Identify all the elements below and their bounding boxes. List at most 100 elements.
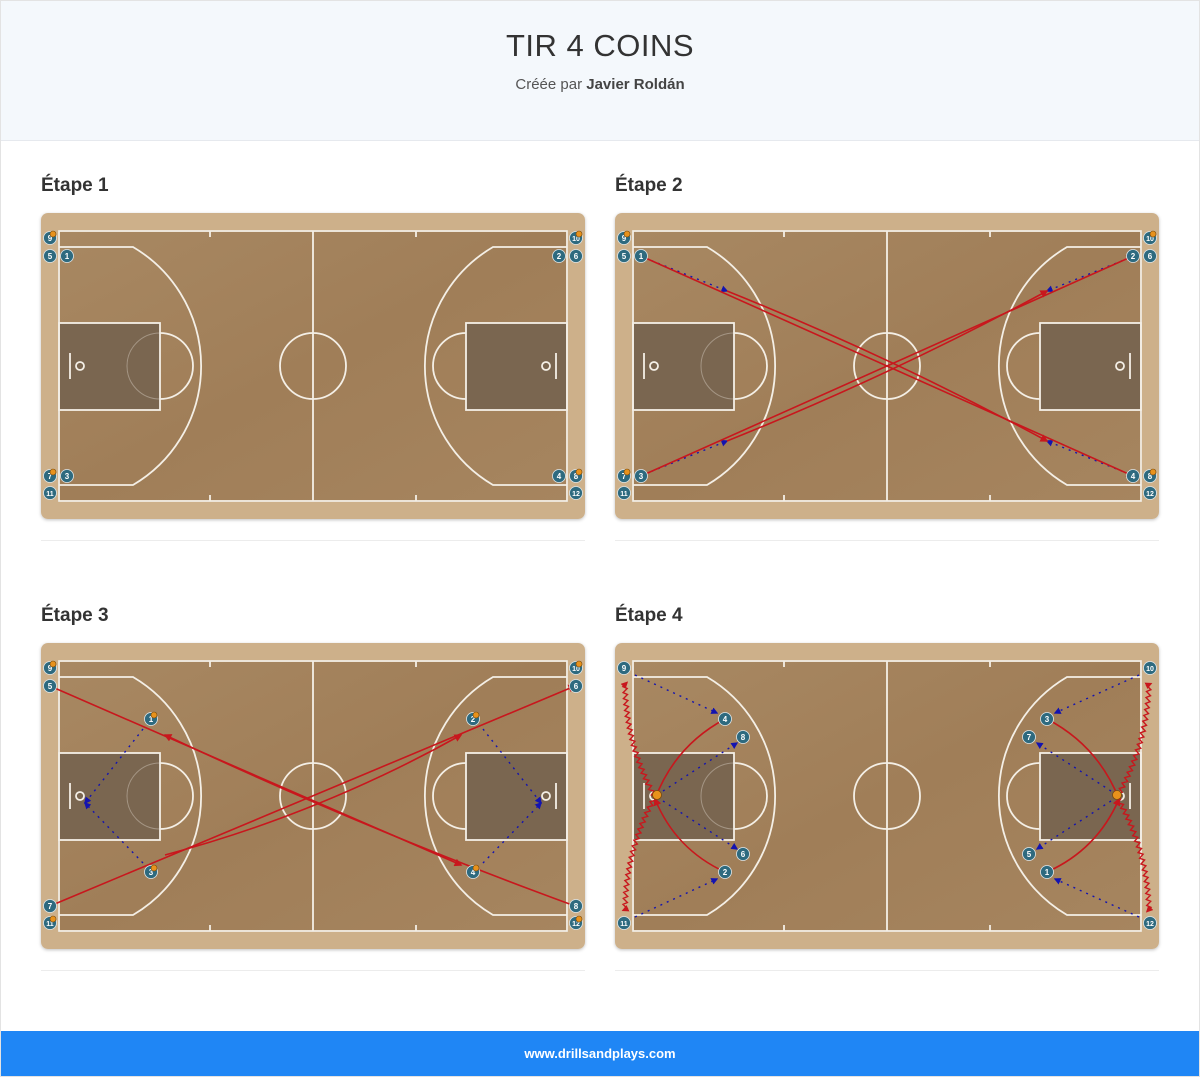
- player-marker: 8: [569, 468, 583, 483]
- player-label: 12: [572, 921, 580, 928]
- player-marker: 8: [1143, 468, 1157, 483]
- run-path: [482, 728, 542, 805]
- player-marker: 5: [43, 679, 57, 693]
- player-label: 10: [572, 236, 580, 243]
- court-lines: [632, 660, 1142, 932]
- player-circle: [569, 486, 583, 500]
- court-lines: [58, 660, 568, 932]
- player-circle: [617, 661, 631, 675]
- player-circle: [569, 679, 583, 693]
- player-label: 5: [1027, 850, 1032, 859]
- player-circle: [1126, 249, 1140, 263]
- player-marker: 12: [1143, 486, 1157, 500]
- pass-line: [726, 290, 1049, 442]
- player-label: 8: [1148, 472, 1153, 481]
- paint-right: [1040, 323, 1141, 410]
- player-circle: [718, 865, 732, 879]
- step-divider: [41, 540, 585, 541]
- player-marker: 10: [569, 660, 583, 675]
- player-circle: [43, 679, 57, 693]
- ball-icon: [575, 660, 583, 668]
- player-label: 1: [639, 252, 644, 261]
- ball-icon: [472, 864, 480, 872]
- player-label: 11: [46, 491, 54, 498]
- player-circle: [1143, 661, 1157, 675]
- player-label: 1: [1045, 868, 1050, 877]
- step-title: Étape 4: [615, 605, 683, 626]
- player-label: 7: [622, 472, 627, 481]
- player-marker: 5: [1022, 847, 1036, 861]
- player-label: 6: [1148, 252, 1153, 261]
- player-marker: 11: [43, 915, 57, 930]
- player-label: 7: [48, 472, 53, 481]
- step-title: Étape 1: [41, 175, 109, 196]
- player-label: 6: [574, 252, 579, 261]
- player-marker: 6: [736, 847, 750, 861]
- player-label: 2: [471, 715, 476, 724]
- ball-icon: [49, 915, 57, 923]
- player-label: 7: [48, 902, 53, 911]
- player-circle: [1143, 249, 1157, 263]
- player-marker: 6: [569, 679, 583, 693]
- player-label: 8: [741, 733, 746, 742]
- player-marker: 7: [1022, 730, 1036, 744]
- player-marker: 4: [1126, 469, 1140, 483]
- player-circle: [736, 730, 750, 744]
- player-label: 3: [639, 472, 644, 481]
- ball-icon: [1149, 468, 1157, 476]
- ball-icon: [150, 864, 158, 872]
- step-divider: [615, 970, 1159, 971]
- player-circle: [569, 249, 583, 263]
- player-marker: 12: [569, 486, 583, 500]
- player-marker: 2: [552, 249, 566, 263]
- author-name: Javier Roldán: [586, 76, 685, 93]
- player-label: 9: [48, 234, 53, 243]
- dribble-line: [1115, 682, 1153, 799]
- player-marker: 9: [617, 661, 631, 675]
- player-circle: [552, 249, 566, 263]
- player-marker: 2: [466, 711, 480, 726]
- player-label: 8: [574, 902, 579, 911]
- ball-icon: [49, 468, 57, 476]
- player-label: 6: [574, 682, 579, 691]
- player-marker: 4: [552, 469, 566, 483]
- player-label: 9: [48, 664, 53, 673]
- player-label: 5: [622, 252, 627, 261]
- player-circle: [634, 469, 648, 483]
- ball-icon: [1112, 790, 1122, 800]
- player-marker: 6: [569, 249, 583, 263]
- player-label: 10: [1146, 236, 1154, 243]
- player-marker: 5: [617, 249, 631, 263]
- pass-line: [653, 718, 726, 801]
- step-title: Étape 3: [41, 605, 109, 626]
- player-circle: [1022, 847, 1036, 861]
- footer-site-link[interactable]: www.drillsandplays.com: [524, 1046, 676, 1061]
- player-marker: 7: [43, 899, 57, 913]
- player-marker: 6: [1143, 249, 1157, 263]
- player-label: 3: [149, 868, 154, 877]
- player-marker: 7: [617, 468, 631, 483]
- player-circle: [1022, 730, 1036, 744]
- player-marker: 9: [43, 230, 57, 245]
- player-marker: 5: [43, 249, 57, 263]
- player-label: 9: [622, 664, 627, 673]
- player-marker: 9: [43, 660, 57, 675]
- paint-right: [1040, 753, 1141, 840]
- player-marker: 12: [1143, 916, 1157, 930]
- pass-line: [164, 734, 463, 856]
- player-circle: [617, 916, 631, 930]
- player-circle: [43, 899, 57, 913]
- player-marker: 1: [60, 249, 74, 263]
- player-label: 2: [723, 868, 728, 877]
- page-title: TIR 4 COINS: [505, 28, 695, 63]
- player-circle: [617, 249, 631, 263]
- created-by-prefix: Créée par: [515, 76, 583, 93]
